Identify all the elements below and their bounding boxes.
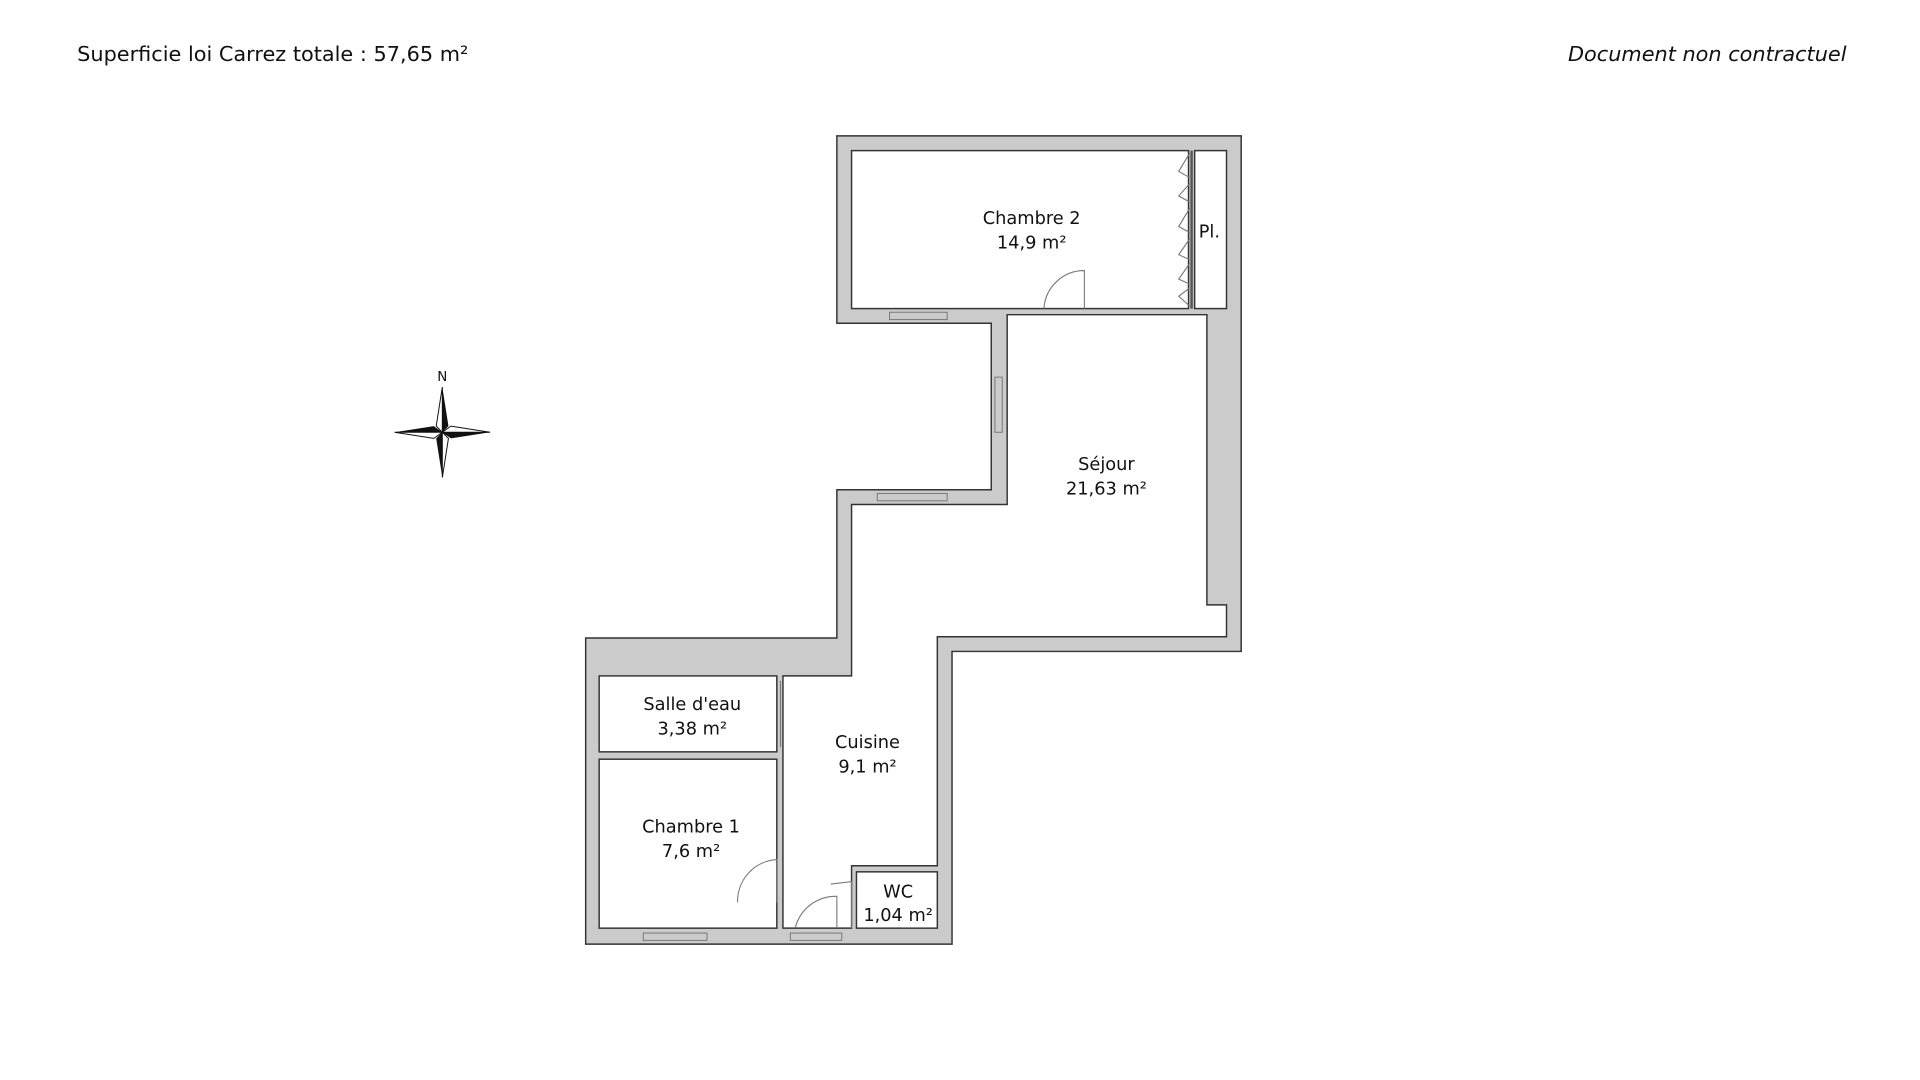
compass-rose-icon: [394, 386, 491, 478]
room-salle-d-eau[interactable]: [598, 675, 778, 753]
window: [994, 376, 1003, 433]
door-swing: [737, 859, 778, 903]
room-name: Salle d'eau: [643, 695, 741, 715]
door-swing: [1043, 270, 1085, 309]
closet-doors: [1177, 152, 1191, 307]
room-name: Séjour: [1078, 455, 1135, 475]
door-swing: [794, 895, 838, 929]
room-area: 1,04 m²: [863, 906, 933, 926]
window: [876, 492, 948, 502]
room-name: Chambre 2: [983, 209, 1081, 229]
window: [889, 311, 948, 321]
room-area: 21,63 m²: [1066, 480, 1147, 500]
room-area: 7,6 m²: [662, 842, 720, 862]
room-area: 14,9 m²: [997, 234, 1067, 254]
window: [642, 932, 708, 941]
door-swing: [830, 881, 853, 929]
room-chambre-2[interactable]: [850, 149, 1190, 310]
total-area-label: Superficie loi Carrez totale : 57,65 m²: [77, 42, 468, 66]
room-area: 3,38 m²: [657, 720, 727, 740]
north-label: N: [437, 369, 447, 385]
disclaimer-label: Document non contractuel: [1568, 42, 1847, 66]
room-wc[interactable]: [855, 871, 939, 929]
window: [789, 932, 843, 941]
room-sejour-cuisine[interactable]: [782, 313, 1228, 929]
room-name: Chambre 1: [642, 818, 740, 838]
room-name: WC: [883, 883, 913, 903]
room-chambre-1[interactable]: [598, 758, 778, 929]
room-area: 9,1 m²: [838, 758, 896, 778]
room-name: Cuisine: [835, 733, 900, 753]
room-name: Pl.: [1199, 223, 1220, 243]
room-placard[interactable]: [1193, 149, 1228, 310]
